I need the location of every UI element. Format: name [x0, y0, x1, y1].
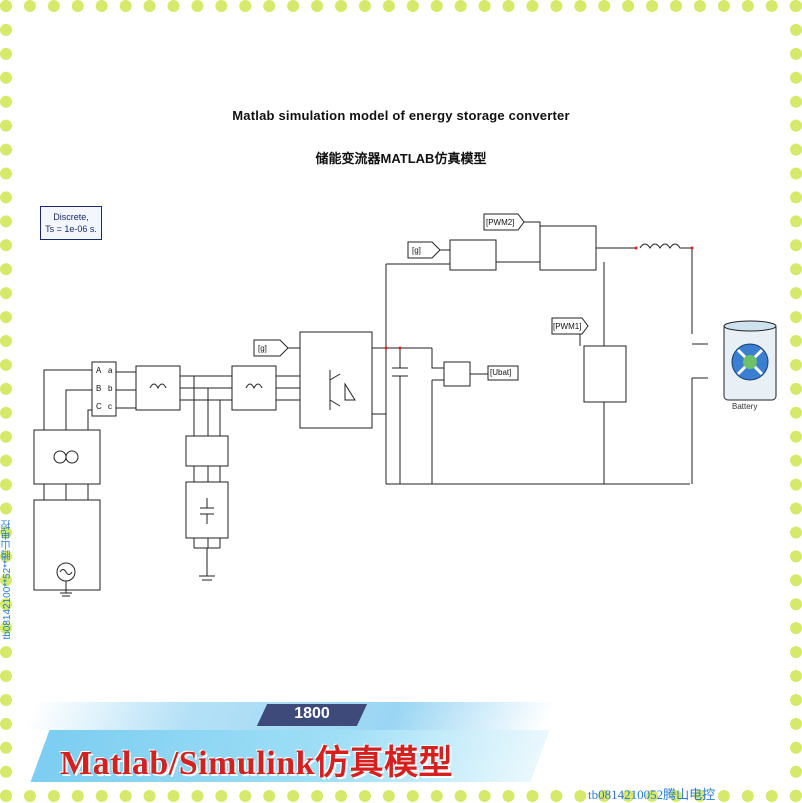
- tag-pwm2: [PWM2]: [486, 218, 515, 227]
- rl-filter-1: [135, 365, 181, 411]
- igbt-upper: [539, 225, 597, 271]
- inductor: [639, 243, 692, 249]
- three-phase-source: [33, 499, 101, 591]
- model-title-en: Matlab simulation model of energy storag…: [232, 108, 570, 123]
- meter-label-cc: c: [108, 402, 112, 411]
- meter-label-b: B: [96, 384, 102, 393]
- model-title-cn: 储能变流器MATLAB仿真模型: [315, 151, 487, 166]
- meter-label-bb: b: [108, 384, 113, 393]
- powergui-line1: Discrete,: [53, 212, 89, 222]
- powergui-block[interactable]: Discrete, Ts = 1e-06 s.: [40, 206, 102, 240]
- goto-g-top: [407, 241, 441, 259]
- meter-label-c: C: [96, 402, 102, 411]
- capacitor-bank: [185, 481, 229, 539]
- goto-pwm1: [551, 317, 589, 335]
- banner-number: 1800: [294, 705, 330, 722]
- breaker-block: [449, 239, 497, 271]
- voltage-measurement: [443, 361, 471, 387]
- banner-title: Matlab/Simulink仿真模型: [60, 745, 454, 782]
- goto-g-left: [253, 339, 289, 357]
- ubat-goto: [487, 365, 519, 381]
- goto-pwm2: [483, 213, 525, 231]
- battery-block: [723, 320, 777, 401]
- meter-label-a: A: [96, 366, 102, 375]
- tag-pwm1: [PWM1]: [553, 322, 582, 331]
- watermark-left: tb08142100**52**腾山电控: [2, 520, 13, 640]
- igbt-inverter: [299, 331, 373, 429]
- tag-ubat: [Ubat]: [490, 368, 512, 377]
- meter-label-aa: a: [108, 366, 113, 375]
- measurement-block-1: [91, 361, 117, 417]
- igbt-lower: [583, 345, 627, 403]
- powergui-line2: Ts = 1e-06 s.: [45, 224, 97, 234]
- measurement-block-2: [185, 435, 229, 467]
- tag-g-top: [g]: [412, 246, 421, 255]
- watermark-bottom: tb0814210052腾山电控: [588, 787, 716, 802]
- battery-label: Battery: [732, 402, 758, 411]
- transformer-block: [33, 429, 101, 485]
- tag-g-left: [g]: [258, 344, 267, 353]
